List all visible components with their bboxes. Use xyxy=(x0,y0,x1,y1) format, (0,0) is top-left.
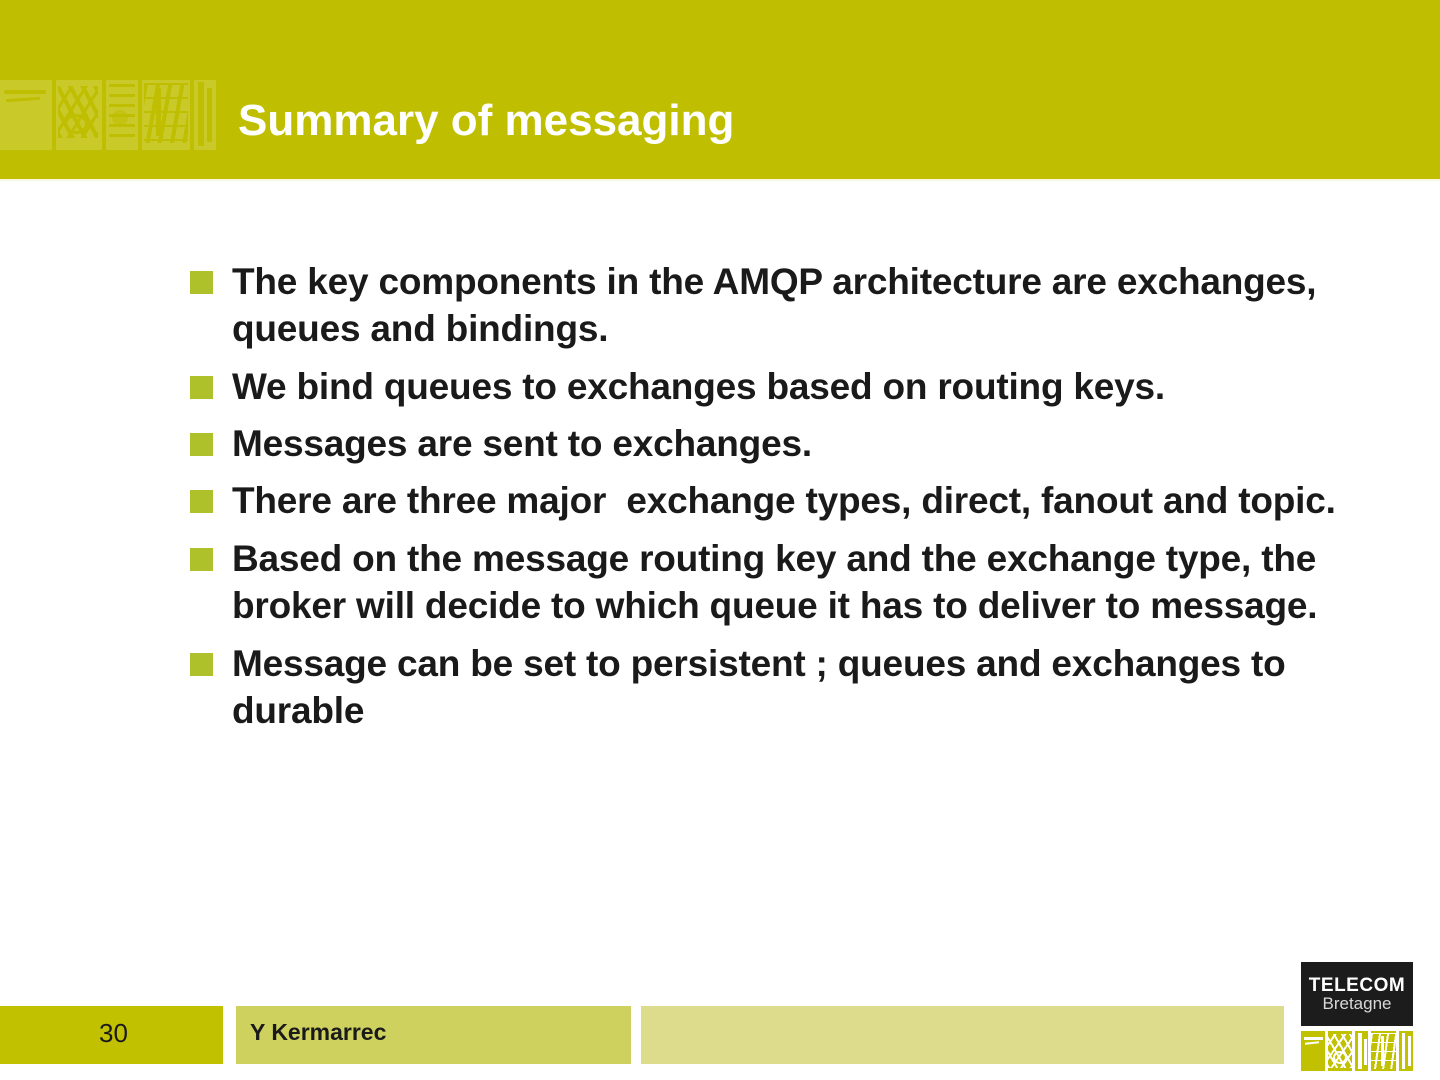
header-bottom-fade xyxy=(0,172,1440,182)
bullet-square-icon xyxy=(190,652,213,676)
logo-glyph-4 xyxy=(1371,1031,1397,1071)
bullet-square-icon xyxy=(190,375,213,399)
page-number: 30 xyxy=(99,1018,128,1048)
author-name: Y Kermarrec xyxy=(250,1019,387,1045)
logo-glyph-strip xyxy=(1301,1031,1413,1071)
list-item: We bind queues to exchanges based on rou… xyxy=(190,363,1400,410)
watermark-glyph-5 xyxy=(194,80,216,150)
header-watermark-glyphs xyxy=(0,80,222,150)
list-item: The key components in the AMQP architect… xyxy=(190,258,1400,353)
logo-glyph-5 xyxy=(1399,1031,1413,1071)
page-title: Summary of messaging xyxy=(238,96,735,145)
list-item: Message can be set to persistent ; queue… xyxy=(190,640,1400,735)
logo-glyph-1 xyxy=(1301,1031,1326,1071)
slide-header xyxy=(0,0,1440,179)
footer-band-filler xyxy=(641,1006,1284,1064)
logo-glyph-3 xyxy=(1354,1031,1369,1071)
watermark-glyph-4 xyxy=(142,80,190,150)
bullet-square-icon xyxy=(190,490,213,514)
logo-bretagne-text: Bretagne xyxy=(1322,994,1392,1014)
bullet-text: Based on the message routing key and the… xyxy=(232,537,1327,627)
logo-wordmark-box: TELECOM Bretagne xyxy=(1301,962,1413,1026)
bullet-square-icon xyxy=(190,547,213,571)
bullet-text: We bind queues to exchanges based on rou… xyxy=(232,365,1166,407)
bullet-list: The key components in the AMQP architect… xyxy=(190,258,1400,744)
footer-band-author xyxy=(236,1006,631,1064)
bullet-square-icon xyxy=(190,433,213,457)
list-item: Based on the message routing key and the… xyxy=(190,535,1400,630)
bullet-text: Message can be set to persistent ; queue… xyxy=(232,642,1296,731)
logo-glyph-2 xyxy=(1328,1031,1352,1071)
bullet-text: The key components in the AMQP architect… xyxy=(232,261,1327,350)
list-item: Messages are sent to exchanges. xyxy=(190,420,1400,467)
footer-band-page xyxy=(0,1006,223,1064)
watermark-glyph-2 xyxy=(56,80,102,150)
watermark-glyph-1 xyxy=(0,80,52,150)
watermark-glyph-3 xyxy=(106,80,138,150)
bullet-text: There are three major exchange types, di… xyxy=(232,480,1336,522)
bullet-square-icon xyxy=(190,271,213,294)
logo-telecom-text: TELECOM xyxy=(1308,975,1406,997)
bullet-text: Messages are sent to exchanges. xyxy=(232,423,812,465)
list-item: There are three major exchange types, di… xyxy=(190,477,1400,524)
telecom-bretagne-logo: TELECOM Bretagne xyxy=(1301,962,1413,1074)
